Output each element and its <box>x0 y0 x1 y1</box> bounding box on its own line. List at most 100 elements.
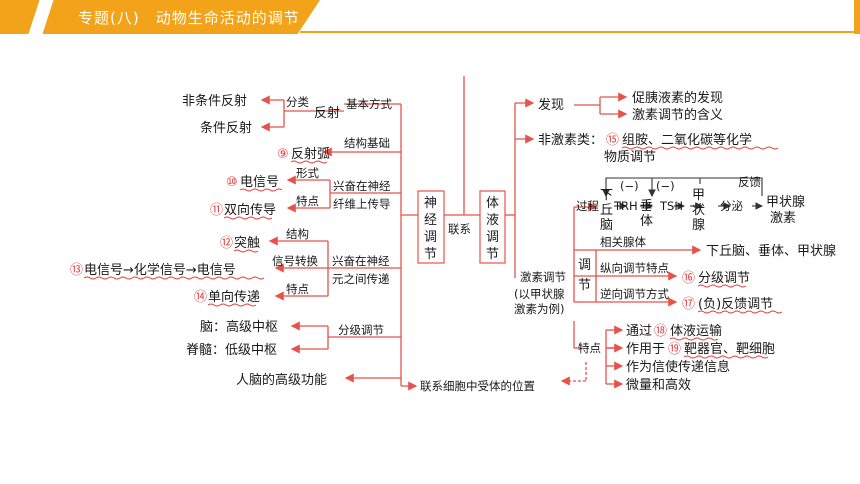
num-9: ⑨ <box>277 147 289 162</box>
related-glands: 下丘脑、垂体、甲状腺 <box>706 244 836 259</box>
answer-underlines <box>83 146 783 359</box>
signal-chain-answer: 电信号→化学信号→电信号 <box>84 262 236 278</box>
basic-way-label: 基本方式 <box>346 97 392 111</box>
thyroid-char-2: 状 <box>692 203 705 218</box>
header-bar: 专题(八) 动物生命活动的调节 <box>0 0 860 34</box>
non-hormone-items-2: 物质调节 <box>604 150 656 165</box>
classify-label: 分类 <box>286 95 309 109</box>
connector-lines <box>260 76 702 391</box>
struct-basis-label: 结构基础 <box>344 136 390 150</box>
body-fluid-answer: 体液运输 <box>670 323 722 339</box>
non-hormone-items-1: 组胺、二氧化碳等化学 <box>622 132 752 148</box>
humoral-char-1: 体 <box>486 196 499 211</box>
num-18: ⑱ <box>654 324 667 339</box>
header-accent <box>0 0 320 34</box>
humoral-char-2: 液 <box>486 213 499 228</box>
hypothalamus-char-3: 脑 <box>600 218 613 233</box>
num-15: ⑮ <box>606 133 619 148</box>
related-glands-label: 相关腺体 <box>600 235 646 249</box>
feedback-label: 反馈 <box>738 175 761 189</box>
neural-box <box>417 190 445 264</box>
feature2-label: 特点 <box>286 282 309 296</box>
pituitary-char-2: 体 <box>640 214 653 229</box>
hypothalamus-char-1: 下 <box>600 188 613 203</box>
humoral-char-3: 调 <box>486 230 499 245</box>
num-19: ⑲ <box>668 342 681 357</box>
hormone-meaning: 激素调节的含义 <box>632 107 723 123</box>
bidirectional-answer: 双向传导 <box>224 202 276 218</box>
trace-efficient: 微量和高效 <box>626 377 691 393</box>
acts-on-label: 作用于 <box>626 342 665 357</box>
humoral-box <box>479 190 506 264</box>
right-text: 发现 促胰液素的发现 激素调节的含义 非激素类： ⑮ 组胺、二氧化碳等化学 物质… <box>420 90 836 393</box>
jie-char: 节 <box>578 278 591 293</box>
form-label: 形式 <box>296 166 319 180</box>
signal-convert-label: 信号转换 <box>272 254 318 268</box>
vertical-feature-label: 纵向调节特点 <box>600 261 669 275</box>
via-label: 通过 <box>626 324 652 339</box>
fiber-conduct-label: 纤维上传导 <box>333 197 391 211</box>
graded-answer: 分级调节 <box>698 271 750 286</box>
human-brain-function: 人脑的高级功能 <box>236 372 327 388</box>
spinal-center: 脊髓：低级中枢 <box>186 343 277 358</box>
neural-char-2: 经 <box>424 213 437 228</box>
structure-label: 结构 <box>286 227 309 241</box>
num-11: ⑪ <box>210 203 223 218</box>
num-17: ⑰ <box>682 297 695 312</box>
between-cells-label: 元之间传递 <box>332 272 390 286</box>
num-13: ⑬ <box>70 263 83 278</box>
inhibit-2: (−) <box>656 179 675 193</box>
pituitary-char-1: 垂 <box>640 199 653 214</box>
uncond-reflex: 非条件反射 <box>182 93 247 109</box>
cond-reflex: 条件反射 <box>200 120 252 136</box>
feature1-label: 特点 <box>296 194 319 208</box>
process-label: 过程 <box>576 199 599 213</box>
reflex-label: 反射 <box>314 105 340 121</box>
humoral-char-4: 节 <box>486 247 499 262</box>
thyroid-hormone-1: 甲状腺 <box>766 195 805 210</box>
receptor-position: 联系细胞中受体的位置 <box>420 379 535 393</box>
header-underline <box>300 31 860 33</box>
excite-between-label: 兴奋在神经 <box>332 254 390 268</box>
neural-char-1: 神 <box>424 196 437 211</box>
num-16: ⑯ <box>682 271 695 286</box>
trh-label: TRH <box>613 199 638 213</box>
graded-regulation-label: 分级调节 <box>338 323 384 337</box>
messenger: 作为信使传递信息 <box>626 359 730 375</box>
neural-char-3: 调 <box>424 230 437 245</box>
secrete-label: 分泌 <box>720 199 743 213</box>
thyroid-char-3: 腺 <box>692 218 705 233</box>
synapse-answer: 突触 <box>234 235 260 251</box>
neg-feedback-answer: (负)反馈调节 <box>698 297 773 312</box>
discovery-label: 发现 <box>538 97 564 113</box>
hormone-reg-label: 激素调节 <box>520 270 566 284</box>
thyroid-hormone-2: 激素 <box>770 211 796 226</box>
page-title: 专题(八) 动物生命活动的调节 <box>78 9 300 27</box>
neural-char-4: 节 <box>424 247 437 262</box>
thyroid-char-1: 甲 <box>692 188 705 203</box>
example-2: 激素为例) <box>514 302 565 316</box>
num-14: ⑭ <box>194 290 207 305</box>
reflex-arc-answer: 反射弧 <box>291 146 330 162</box>
reverse-way-label: 逆向调节方式 <box>600 287 669 301</box>
example-1: (以甲状腺 <box>514 287 565 301</box>
excite-in-nerve-label: 兴奋在神经 <box>333 179 391 193</box>
hypothalamus-char-2: 丘 <box>600 203 613 218</box>
secretin-discovery: 促胰液素的发现 <box>632 90 723 106</box>
left-text: 非条件反射 条件反射 分类 反射 基本方式 结构基础 ⑨ 反射弧 ⑩ 电信号 形… <box>70 93 392 388</box>
feature-label: 特点 <box>578 341 601 355</box>
center-text: 神 经 调 节 联系 体 液 调 节 <box>424 196 499 262</box>
header-edge <box>854 0 860 34</box>
link-label: 联系 <box>448 222 471 236</box>
tsh-label: TSH <box>659 199 683 213</box>
target-answer: 靶器官、靶细胞 <box>684 341 775 357</box>
electric-signal-answer: 电信号 <box>240 175 279 190</box>
brain-center: 脑：高级中枢 <box>200 319 278 335</box>
inhibit-1: (−) <box>620 179 639 193</box>
num-10: ⑩ <box>226 175 238 190</box>
tiao-char: 调 <box>578 258 591 273</box>
num-12: ⑫ <box>220 236 233 251</box>
non-hormone-label: 非激素类： <box>538 133 603 148</box>
process-arrows <box>602 177 764 210</box>
